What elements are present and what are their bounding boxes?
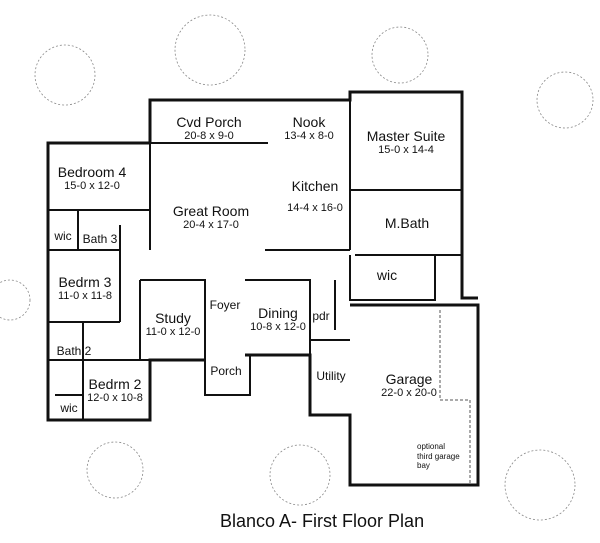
room-name: Bedroom 4 <box>57 164 127 180</box>
tree <box>34 44 96 106</box>
room-m-bath: M.Bath <box>385 215 429 231</box>
room-dims: 14-4 x 16-0 <box>287 202 343 215</box>
tree <box>174 14 246 86</box>
tree <box>504 449 576 521</box>
room-foyer: Foyer <box>209 298 241 312</box>
room-dims: 13-4 x 8-0 <box>284 130 334 143</box>
room-bedrm-3: Bedrm 3 11-0 x 11-8 <box>58 274 112 303</box>
note-line: bay <box>417 461 430 471</box>
room-kitchen: Kitchen 14-4 x 16-0 <box>287 178 343 215</box>
exterior-walls <box>46 90 480 487</box>
room-study: Study 11-0 x 12-0 <box>146 310 201 339</box>
room-dining: Dining 10-8 x 12-0 <box>250 305 306 334</box>
room-dims: 20-4 x 17-0 <box>183 219 239 232</box>
room-utility: Utility <box>316 369 346 383</box>
room-name: Kitchen <box>291 178 339 194</box>
room-name: Dining <box>258 305 298 321</box>
tree <box>86 441 144 499</box>
garage-optional-bay <box>439 310 471 485</box>
room-wic-left: wic <box>54 229 72 243</box>
room-dims: 12-0 x 10-8 <box>87 392 143 405</box>
room-dims: 10-8 x 12-0 <box>250 321 306 334</box>
room-name: Nook <box>292 114 326 130</box>
room-name: Bedrm 3 <box>58 274 112 290</box>
room-great-room: Great Room 20-4 x 17-0 <box>173 203 249 232</box>
room-dims: 11-0 x 12-0 <box>145 326 201 339</box>
room-dims: 15-0 x 12-0 <box>64 180 120 193</box>
room-garage: Garage 22-0 x 20-0 <box>381 371 437 400</box>
interior-walls <box>48 100 462 420</box>
tree <box>0 279 31 321</box>
room-porch: Porch <box>210 364 242 378</box>
note-line: third garage <box>417 451 460 461</box>
optional-garage-bay-note: optional third garage bay <box>417 442 460 471</box>
room-name: Garage <box>385 371 433 387</box>
room-pdr: pdr <box>312 309 330 323</box>
room-wic-bottom: wic <box>60 401 78 415</box>
room-bedroom-4: Bedroom 4 15-0 x 12-0 <box>58 164 126 193</box>
room-master-suite: Master Suite 15-0 x 14-4 <box>367 128 446 157</box>
room-dims: 20-8 x 9-0 <box>184 130 234 143</box>
room-nook: Nook 13-4 x 8-0 <box>284 114 334 143</box>
room-name: M.Bath <box>384 215 430 231</box>
room-wic-master: wic <box>376 267 398 283</box>
room-bath-3: Bath 3 <box>82 232 118 246</box>
room-name: Master Suite <box>366 128 446 144</box>
room-dims: 15-0 x 14-4 <box>378 144 434 157</box>
tree <box>371 26 429 84</box>
room-name: Study <box>155 310 191 326</box>
room-name: Great Room <box>172 203 250 219</box>
room-name: Bedrm 2 <box>88 376 142 392</box>
plan-title: Blanco A- First Floor Plan <box>220 511 425 531</box>
room-bedrm-2: Bedrm 2 12-0 x 10-8 <box>87 376 143 405</box>
room-cvd-porch: Cvd Porch 20-8 x 9-0 <box>176 114 241 143</box>
room-dims: 22-0 x 20-0 <box>381 387 437 400</box>
room-name: Cvd Porch <box>176 114 242 130</box>
tree <box>269 444 331 506</box>
landscape-trees <box>0 14 594 521</box>
note-line: optional <box>417 442 446 451</box>
room-bath-2: Bath 2 <box>56 344 92 358</box>
room-dims: 11-0 x 11-8 <box>57 290 113 303</box>
tree <box>536 71 594 129</box>
